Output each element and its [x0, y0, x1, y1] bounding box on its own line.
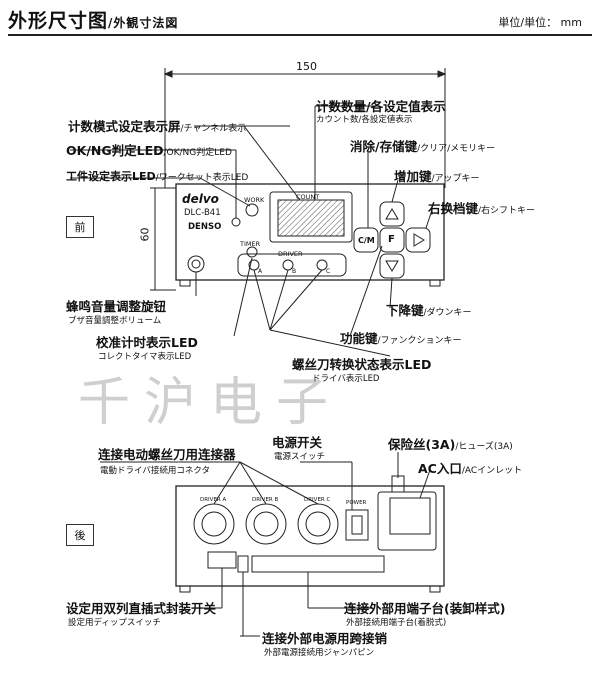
- height-dimension: 60: [138, 227, 152, 242]
- page-title: 外形尺寸图/外観寸法図: [8, 10, 179, 32]
- callout-okng: OK/NG判定LED/OK/NG判定LED: [66, 143, 232, 158]
- driver-connector-b: [245, 503, 287, 545]
- callout-count-value: 计数数量/各设定值表示: [316, 99, 446, 114]
- rear-view-tag: 後: [66, 524, 94, 546]
- driver-led-group: [237, 253, 347, 277]
- driver-label: DRIVER: [278, 250, 303, 258]
- callout-buzzer-jp: ブザ音量調整ボリューム: [68, 316, 162, 326]
- ac-inlet: [389, 497, 431, 535]
- fuse-holder: [391, 475, 405, 493]
- driver-a-port-label: DRIVER A: [200, 497, 227, 503]
- logo: delvo: [182, 192, 219, 206]
- callout-shift-key: 右换档键/右シフトキー: [428, 201, 536, 216]
- brand-label: DENSO: [188, 222, 222, 232]
- unit-label: 単位/単位： mm: [498, 16, 582, 29]
- driver-a-label: A: [258, 268, 263, 275]
- watermark: 千沪电子: [78, 373, 343, 433]
- width-dimension: 150: [296, 60, 317, 73]
- callout-func-key: 功能键/ファンクションキー: [340, 331, 462, 346]
- callout-terminal-jp: 外部接続用端子台(着脱式): [346, 618, 447, 628]
- jumper-pin: [237, 555, 249, 573]
- f-key-label: F: [388, 234, 395, 245]
- callout-buzzer: 蜂鸣音量调整旋钮: [66, 299, 167, 314]
- callout-switch: 电源开关: [272, 435, 323, 450]
- power-switch: [345, 509, 369, 541]
- driver-b-port-label: DRIVER B: [252, 497, 279, 503]
- count-display-screen: [277, 199, 345, 237]
- timer-label: TIMER: [240, 240, 261, 248]
- callout-clear-key: 消除/存储键/クリア/メモリキー: [350, 139, 496, 154]
- callout-driver-led-jp: ドライバ表示LED: [312, 374, 380, 384]
- rear-panel: [175, 485, 445, 587]
- driver-c-port-label: DRIVER C: [304, 497, 331, 503]
- count-label: COUNT: [296, 193, 320, 201]
- count-display: [269, 191, 353, 243]
- callout-jumper-jp: 外部電源接続用ジャンパピン: [264, 648, 375, 658]
- callout-display-screen: 计数模式设定表示屏/チャンネル表示: [68, 119, 247, 134]
- page-subtitle: /外観寸法図: [108, 16, 179, 30]
- model-label: DLC-B41: [184, 208, 221, 218]
- callout-down-key: 下降键/ダウンキー: [386, 303, 472, 318]
- power-label: POWER: [346, 500, 367, 506]
- terminal-block: [251, 555, 385, 573]
- header-rule: [8, 34, 592, 36]
- timer-led: [246, 246, 258, 258]
- callout-switch-jp: 電源スイッチ: [274, 452, 326, 462]
- callout-timer-led: 校准计时表示LED: [96, 335, 198, 350]
- dip-switch: [207, 551, 237, 569]
- work-led: [245, 203, 259, 217]
- callout-connector: 连接电动螺丝刀用连接器: [98, 447, 236, 462]
- shift-key: [405, 227, 431, 253]
- cm-key-label: C/M: [358, 236, 375, 245]
- driver-c-label: C: [326, 268, 331, 275]
- callout-connector-jp: 電動ドライバ接続用コネクタ: [100, 466, 210, 476]
- okng-led: [231, 217, 241, 227]
- up-key: [379, 201, 405, 227]
- callout-up-key: 增加键/アップキー: [394, 169, 480, 184]
- callout-dip: 设定用双列直插式封装开关: [66, 601, 217, 616]
- callout-driver-led: 螺丝刀转换状态表示LED: [292, 357, 432, 372]
- ac-inlet-housing: [377, 491, 437, 551]
- callout-ac: AC入口/ACインレット: [418, 461, 523, 476]
- callout-jumper: 连接外部电源用跨接销: [262, 631, 388, 646]
- driver-connector-c: [297, 503, 339, 545]
- callout-terminal: 连接外部用端子台(装卸样式): [344, 601, 506, 616]
- callout-work-led: 工件设定表示LED/ワークセット表示LED: [66, 170, 249, 183]
- driver-b-label: B: [292, 268, 297, 275]
- callout-fuse: 保险丝(3A)/ヒューズ(3A): [388, 437, 513, 452]
- callout-count-value-jp: カウント数/各設定値表示: [316, 115, 413, 125]
- callout-timer-led-jp: コレクトタイマ表示LED: [98, 352, 192, 362]
- buzzer-knob: [187, 255, 205, 273]
- callout-dip-jp: 設定用ディップスイッチ: [68, 618, 161, 628]
- cm-key: [353, 227, 379, 253]
- down-key: [379, 253, 405, 279]
- front-view-tag: 前: [66, 216, 94, 238]
- work-label: WORK: [244, 196, 265, 204]
- driver-connector-a: [193, 503, 235, 545]
- f-key: [379, 227, 405, 253]
